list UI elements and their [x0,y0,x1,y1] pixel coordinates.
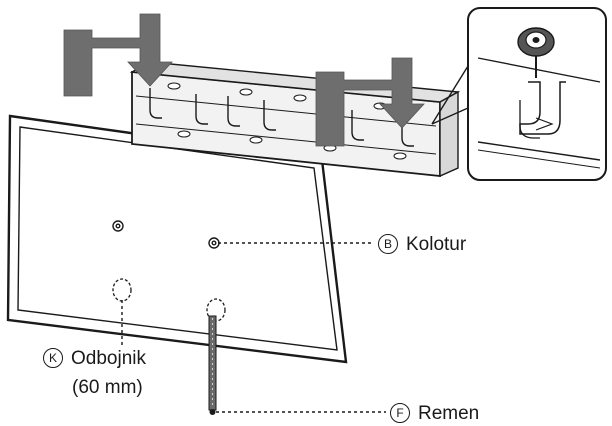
wall-bracket [129,61,461,178]
callout-strap: F Remen [390,403,479,423]
callout-spacer-letter: B [378,234,398,254]
callout-strap-name: Remen [418,403,480,424]
tv-mount-holes [112,220,220,249]
strap-graphic [208,315,217,415]
callout-bumper-letter: K [43,348,63,368]
callout-bumper: K Odbojnik [43,348,146,368]
mount-arrow-left [63,13,173,97]
mount-arrow-right [315,57,425,147]
callout-bumper-name: Odbojnik [71,348,146,369]
callout-spacer-name: Kolotur [406,234,467,255]
callout-strap-letter: F [390,403,410,423]
callout-spacer: B Kolotur [378,234,466,254]
zoom-pointer [431,65,469,125]
callout-bumper-note: (60 mm) [72,377,143,398]
leader-lines [121,242,386,413]
zoom-inset [467,7,607,181]
